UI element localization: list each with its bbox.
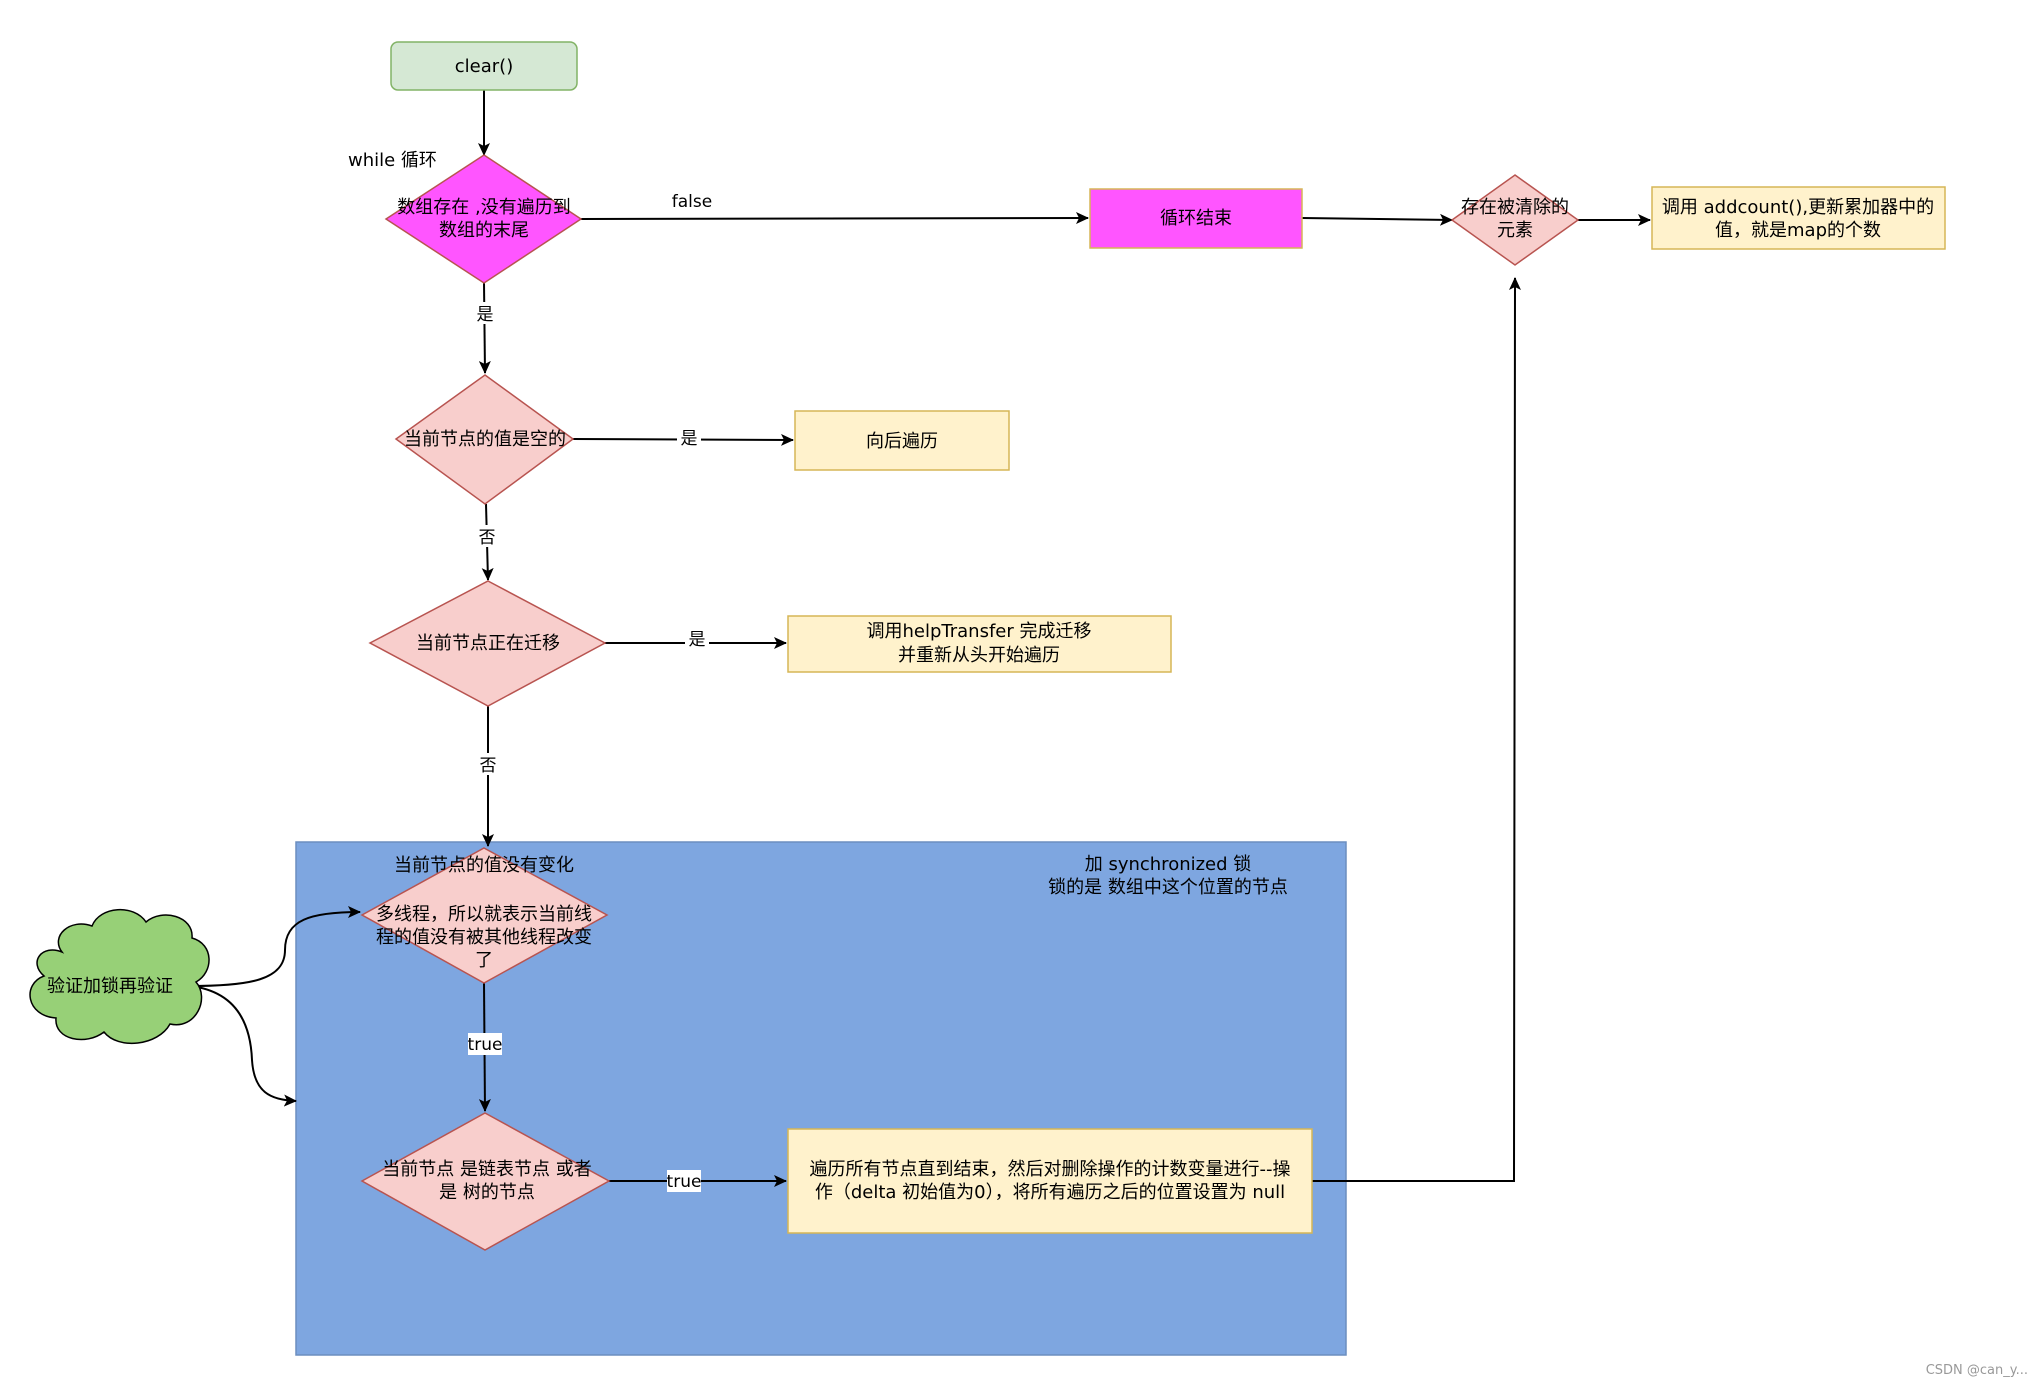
edge-label-yes-2: 是 — [681, 429, 698, 449]
node-traverse-back-shape — [794, 410, 1010, 471]
node-clear[interactable]: clear() — [390, 41, 578, 91]
edge-traverse-all-to-exists-cleared — [1312, 277, 1521, 1182]
edges — [189, 90, 1651, 1187]
node-node-migrating[interactable]: 当前节点正在迁移 — [368, 580, 607, 707]
node-traverse-all-shape — [787, 1128, 1313, 1234]
node-call-addcount-shape — [1651, 186, 1946, 250]
while-loop-label: while 循环 — [348, 150, 437, 171]
node-loop-end-label: 循环结束 — [1160, 208, 1232, 229]
node-exists-cleared[interactable]: 存在被清除的 元素 — [1450, 174, 1580, 266]
sync-container-label-line-2: 锁的是 数组中这个位置的节点 — [1048, 877, 1288, 898]
node-array-check-line-2: 数组的末尾 — [439, 220, 529, 241]
edge-array-check-to-node-empty — [478, 282, 491, 374]
node-help-transfer[interactable]: 调用helpTransfer 完成迁移 并重新从头开始遍历 — [787, 615, 1172, 673]
node-array-check-line-1: 数组存在 ,没有遍历到 — [397, 197, 570, 218]
node-exists-cleared-shape — [1450, 174, 1580, 266]
node-traverse-all-line-2: 作（delta 初始值为0），将所有遍历之后的位置设置为 null — [815, 1182, 1285, 1203]
sync-container-label-line-1: 加 synchronized 锁 — [1085, 854, 1252, 875]
edge-label-yes-3: 是 — [689, 630, 706, 650]
node-traverse-all[interactable]: 遍历所有节点直到结束，然后对删除操作的计数变量进行--操 作（delta 初始值… — [787, 1128, 1313, 1234]
node-node-empty-shape — [394, 374, 575, 505]
node-verify-cloud-label: 验证加锁再验证 — [47, 976, 173, 997]
node-array-check-shape — [384, 154, 583, 284]
edge-label-yes-1-bg — [473, 302, 497, 324]
node-loop-end[interactable]: 循环结束 — [1089, 188, 1303, 249]
node-call-addcount-line-2: 值，就是map的个数 — [1715, 220, 1881, 241]
node-node-empty[interactable]: 当前节点的值是空的 — [394, 374, 575, 505]
node-value-unchanged-line-3: 了 — [475, 950, 493, 971]
edge-loop-end-to-exists-cleared — [1301, 213, 1453, 226]
edge-cloud-to-sync-container — [189, 985, 297, 1107]
edge-label-false: false — [672, 192, 712, 212]
node-node-migrating-shape — [368, 580, 607, 707]
node-verify-cloud-shape — [29, 908, 210, 1045]
node-value-unchanged[interactable]: 当前节点的值没有变化 多线程，所以就表示当前线 程的值没有被其他线程改变 了 — [360, 847, 609, 984]
edge-label-true-2: true — [667, 1172, 702, 1192]
node-clear-label: clear() — [455, 56, 513, 77]
edge-label-true-1-bg — [468, 1033, 502, 1055]
node-node-empty-label: 当前节点的值是空的 — [404, 429, 566, 450]
node-linked-or-tree-line-2: 是 树的节点 — [439, 1182, 535, 1203]
edge-label-yes-3-bg — [685, 628, 709, 650]
node-value-unchanged-title: 当前节点的值没有变化 — [394, 855, 574, 876]
node-array-check[interactable]: 数组存在 ,没有遍历到 数组的末尾 — [384, 154, 583, 284]
node-exists-cleared-line-1: 存在被清除的 — [1461, 197, 1569, 218]
edge-cloud-to-value-unchanged — [189, 906, 361, 987]
edge-label-true-1: true — [468, 1035, 503, 1055]
edge-label-yes-1: 是 — [477, 305, 494, 325]
edge-label-no-2-bg — [476, 753, 500, 775]
edge-label-no-2: 否 — [480, 756, 497, 776]
node-loop-end-shape — [1089, 188, 1303, 249]
edge-label-no-1: 否 — [479, 528, 496, 548]
node-linked-or-tree[interactable]: 当前节点 是链表节点 或者 是 树的节点 — [360, 1112, 611, 1251]
node-value-unchanged-shape — [360, 847, 609, 984]
node-traverse-all-line-1: 遍历所有节点直到结束，然后对删除操作的计数变量进行--操 — [810, 1159, 1291, 1180]
edge-label-yes-2-bg — [677, 427, 701, 449]
node-clear-shape — [390, 41, 578, 91]
node-value-unchanged-line-2: 程的值没有被其他线程改变 — [376, 927, 592, 948]
node-traverse-back[interactable]: 向后遍历 — [794, 410, 1010, 471]
watermark: CSDN @can_y... — [1926, 1363, 2028, 1378]
node-traverse-back-label: 向后遍历 — [866, 431, 938, 452]
node-verify-cloud[interactable]: 验证加锁再验证 — [29, 908, 210, 1045]
node-linked-or-tree-shape — [360, 1112, 611, 1251]
node-value-unchanged-line-1: 多线程，所以就表示当前线 — [376, 904, 592, 925]
node-help-transfer-line-1: 调用helpTransfer 完成迁移 — [866, 621, 1091, 642]
node-help-transfer-shape — [787, 615, 1172, 673]
node-node-migrating-label: 当前节点正在迁移 — [416, 633, 560, 654]
node-exists-cleared-line-2: 元素 — [1497, 220, 1533, 241]
node-help-transfer-line-2: 并重新从头开始遍历 — [898, 645, 1060, 666]
node-call-addcount-line-1: 调用 addcount(),更新累加器中的 — [1662, 197, 1934, 218]
edge-array-check-to-loop-end — [580, 212, 1089, 225]
node-linked-or-tree-line-1: 当前节点 是链表节点 或者 — [382, 1159, 591, 1180]
edge-labels: false 是 是 否 是 否 true true — [468, 192, 712, 1192]
node-call-addcount[interactable]: 调用 addcount(),更新累加器中的 值，就是map的个数 — [1651, 186, 1946, 250]
edge-label-no-1-bg — [475, 525, 499, 547]
edge-label-true-2-bg — [667, 1170, 701, 1192]
